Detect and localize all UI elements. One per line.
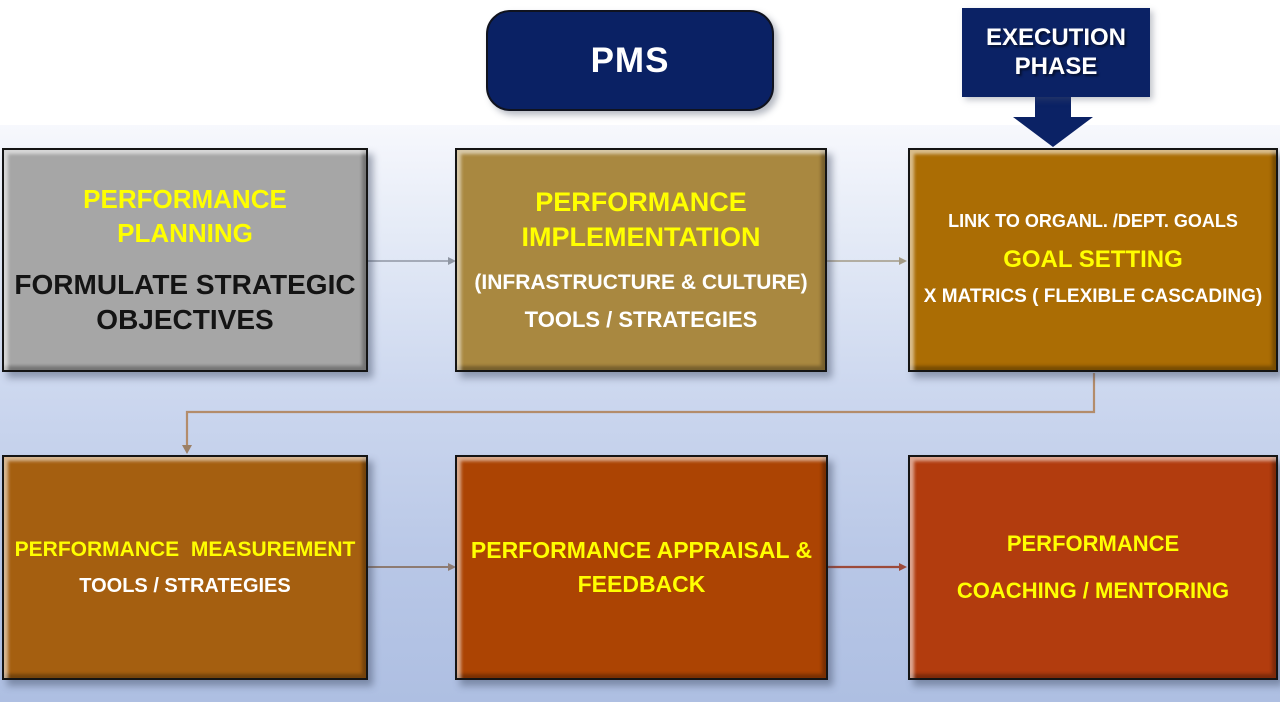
execution-line2: PHASE xyxy=(1014,52,1098,80)
goal-line2: GOAL SETTING xyxy=(1003,246,1183,274)
execution-phase-callout: EXECUTION PHASE xyxy=(962,8,1150,97)
pms-label: PMS xyxy=(590,40,670,80)
implementation-line2: (INFRASTRUCTURE & CULTURE) xyxy=(474,271,808,295)
measurement-line1: PERFORMANCE MEASUREMENT xyxy=(14,537,356,561)
goal-line1: LINK TO ORGANL. /DEPT. GOALS xyxy=(948,210,1238,231)
connector-planning-to-implementation xyxy=(368,257,456,265)
connector-goal-to-measurement xyxy=(182,373,1096,454)
box-performance-measurement: PERFORMANCE MEASUREMENT TOOLS / STRATEGI… xyxy=(2,455,368,680)
connector-measurement-to-appraisal xyxy=(368,563,456,571)
down-arrow-icon xyxy=(1013,90,1093,147)
implementation-title: PERFORMANCE IMPLEMENTATION xyxy=(521,186,761,253)
planning-title: PERFORMANCE PLANNING xyxy=(83,184,295,248)
execution-line1: EXECUTION xyxy=(985,23,1126,51)
box-goal-setting: LINK TO ORGANL. /DEPT. GOALS GOAL SETTIN… xyxy=(908,148,1278,372)
box-performance-implementation: PERFORMANCE IMPLEMENTATION (INFRASTRUCTU… xyxy=(455,148,827,372)
goal-line3: X MATRICS ( FLEXIBLE CASCADING) xyxy=(923,286,1263,308)
box-performance-appraisal: PERFORMANCE APPRAISAL & FEEDBACK xyxy=(455,455,828,680)
measurement-line2: TOOLS / STRATEGIES xyxy=(79,575,291,598)
coaching-line2: COACHING / MENTORING xyxy=(956,577,1230,603)
planning-subtitle: FORMULATE STRATEGIC OBJECTIVES xyxy=(14,268,364,335)
box-performance-coaching: PERFORMANCE COACHING / MENTORING xyxy=(908,455,1278,680)
connector-implementation-to-goal xyxy=(827,257,907,265)
pms-title-box: PMS xyxy=(486,10,774,111)
appraisal-title: PERFORMANCE APPRAISAL & FEEDBACK xyxy=(470,537,819,597)
box-performance-planning: PERFORMANCE PLANNING FORMULATE STRATEGIC… xyxy=(2,148,368,372)
connector-appraisal-to-coaching xyxy=(828,563,907,571)
coaching-line1: PERFORMANCE xyxy=(1006,530,1180,556)
implementation-line3: TOOLS / STRATEGIES xyxy=(524,307,758,333)
